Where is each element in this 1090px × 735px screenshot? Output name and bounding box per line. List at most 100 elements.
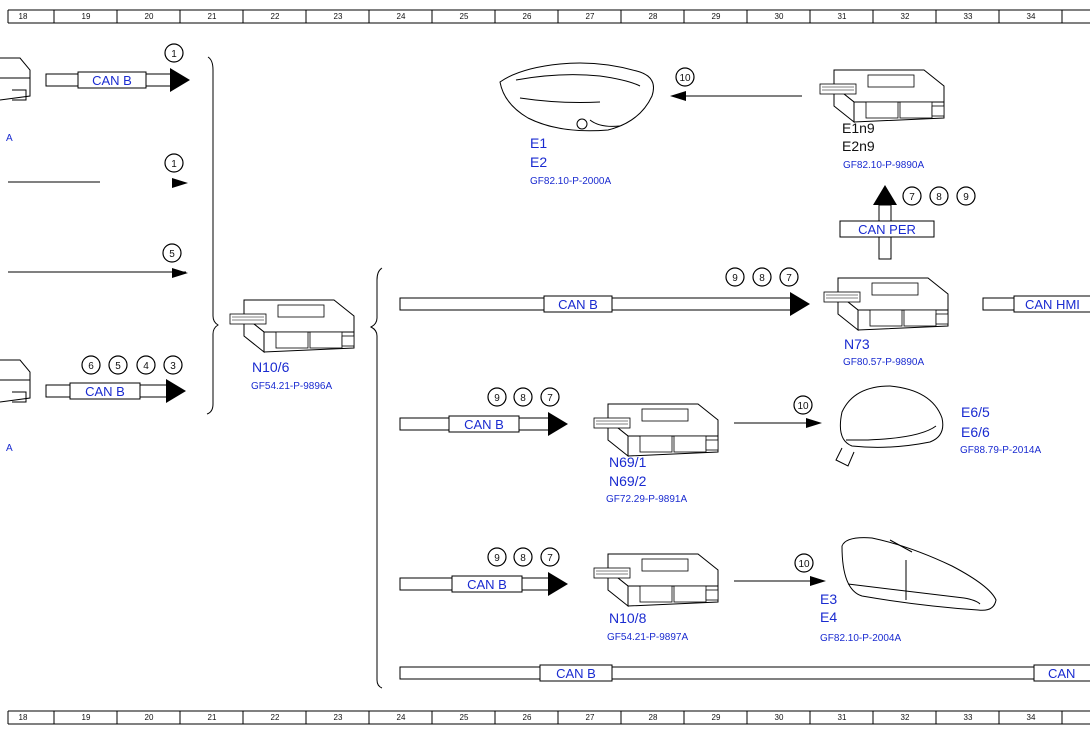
signal-per-num-2: 9: [963, 192, 969, 203]
n10-8-can-b-bus: CAN B: [399, 572, 568, 596]
bottom-can-b-label: CAN B: [556, 666, 596, 681]
bottom-can-label: CAN: [1048, 666, 1075, 681]
n73-can-b-label: CAN B: [558, 297, 598, 312]
n69-can-b-bus: CAN B: [399, 412, 568, 436]
e6-signal-num: 10: [797, 401, 809, 412]
signal-bottom-num-1: 5: [115, 361, 121, 372]
grid-col-28: 28: [649, 713, 658, 722]
signal-n10-8-num-1: 8: [520, 553, 526, 564]
grid-ruler-top: [7, 9, 1090, 24]
signal-n69-num-0: 9: [494, 393, 500, 404]
grid-col-21: 21: [208, 713, 217, 722]
grid-col-23: 23: [334, 12, 343, 21]
signal-five-num: 5: [169, 249, 175, 260]
n73-can-b-bus: CAN B: [399, 292, 810, 316]
grid-col-21: 21: [208, 12, 217, 21]
left-bottom-can-b-bus: CAN B: [45, 379, 186, 403]
e6-signal-arrow: 10: [734, 395, 822, 428]
signal-per-group: 7 8 9: [902, 186, 976, 206]
left-bottom-ref: A: [6, 443, 13, 454]
grid-col-24: 24: [397, 713, 406, 722]
grid-col-29: 29: [712, 713, 721, 722]
e3-signal-arrow: 10: [734, 553, 826, 586]
n73-label: N73: [844, 336, 870, 352]
n73-ref: GF80.57-P-9890A: [843, 357, 924, 368]
signal-n10-8-num-2: 7: [547, 553, 553, 564]
grid-col-34: 34: [1027, 713, 1036, 722]
n69-ref: GF72.29-P-9891A: [606, 494, 687, 505]
grid-ruler-bottom: [7, 710, 1090, 725]
grid-col-29: 29: [712, 12, 721, 21]
signal-n69-group: 9 8 7: [487, 387, 560, 407]
grid-col-24: 24: [397, 12, 406, 21]
signal-n73-num-0: 9: [732, 273, 738, 284]
n10-8-label: N10/8: [609, 610, 647, 626]
signal-n73-num-1: 8: [759, 273, 765, 284]
grid-col-25: 25: [460, 12, 469, 21]
grid-col-32: 32: [901, 713, 910, 722]
e1-label: E1: [530, 135, 547, 151]
n69-2-label: N69/2: [609, 473, 647, 489]
grid-col-22: 22: [271, 12, 280, 21]
left-brace: [206, 56, 219, 415]
bottom-can-b-bus: CAN B CAN: [399, 664, 1090, 682]
grid-col-20: 20: [145, 713, 154, 722]
e3-label: E3: [820, 591, 837, 607]
n10-8-control-unit: [593, 553, 719, 607]
signal-top: 1: [164, 43, 184, 63]
grid-col-31: 31: [838, 12, 847, 21]
e2n9-label: E2n9: [842, 138, 875, 154]
signal-mid-num: 1: [171, 159, 177, 170]
signal-per-num-0: 7: [909, 192, 915, 203]
signal-per-num-1: 8: [936, 192, 942, 203]
grid-col-18: 18: [19, 12, 28, 21]
e1-ref: GF82.10-P-2000A: [530, 176, 611, 187]
signal-bottom-group: 6 5 4 3: [81, 355, 183, 375]
e2-label: E2: [530, 154, 547, 170]
grid-col-27: 27: [586, 12, 595, 21]
signal-bottom-num-0: 6: [88, 361, 94, 372]
signal-n73-num-2: 7: [786, 273, 792, 284]
e6-ref: GF88.79-P-2014A: [960, 445, 1041, 456]
grid-col-33: 33: [964, 713, 973, 722]
grid-col-31: 31: [838, 713, 847, 722]
e1-signal-num: 10: [679, 73, 691, 84]
e4-label: E4: [820, 609, 837, 625]
left-top-control-unit: A: [0, 57, 31, 144]
e6-5-label: E6/5: [961, 404, 990, 420]
signal-n10-8-group: 9 8 7: [487, 547, 560, 567]
can-per-bus: CAN PER: [839, 185, 935, 260]
e1n9-label: E1n9: [842, 120, 875, 136]
grid-col-32: 32: [901, 12, 910, 21]
signal-n10-8-num-0: 9: [494, 553, 500, 564]
can-per-label: CAN PER: [858, 222, 916, 237]
e3-tail-lamp: [841, 537, 997, 611]
grid-col-34: 34: [1027, 12, 1036, 21]
n69-can-b-label: CAN B: [464, 417, 504, 432]
grid-col-33: 33: [964, 12, 973, 21]
grid-col-19: 19: [82, 713, 91, 722]
signal-bottom-num-2: 4: [143, 361, 149, 372]
grid-col-28: 28: [649, 12, 658, 21]
e6-6-label: E6/6: [961, 424, 990, 440]
n73-control-unit: [823, 277, 949, 331]
n10-6-control-unit: [229, 299, 355, 353]
n10-8-ref: GF54.21-P-9897A: [607, 632, 688, 643]
n69-1-label: N69/1: [609, 454, 647, 470]
grid-col-30: 30: [775, 12, 784, 21]
grid-col-25: 25: [460, 713, 469, 722]
e1-headlamp: [499, 62, 654, 132]
signal-bottom-num-3: 3: [170, 361, 176, 372]
left-top-ref: A: [6, 133, 13, 144]
left-top-can-b-label: CAN B: [92, 73, 132, 88]
signal-n73-group: 9 8 7: [725, 267, 799, 287]
left-five-line: 5: [8, 243, 188, 278]
grid-col-27: 27: [586, 713, 595, 722]
e1n9-control-unit: [819, 69, 945, 123]
e1-signal-arrow: 10: [670, 67, 802, 101]
left-mid-line: 1: [8, 153, 188, 188]
e3-signal-num: 10: [798, 559, 810, 570]
can-hmi-label: CAN HMI: [1025, 297, 1080, 312]
grid-col-18: 18: [19, 713, 28, 722]
grid-col-19: 19: [82, 12, 91, 21]
